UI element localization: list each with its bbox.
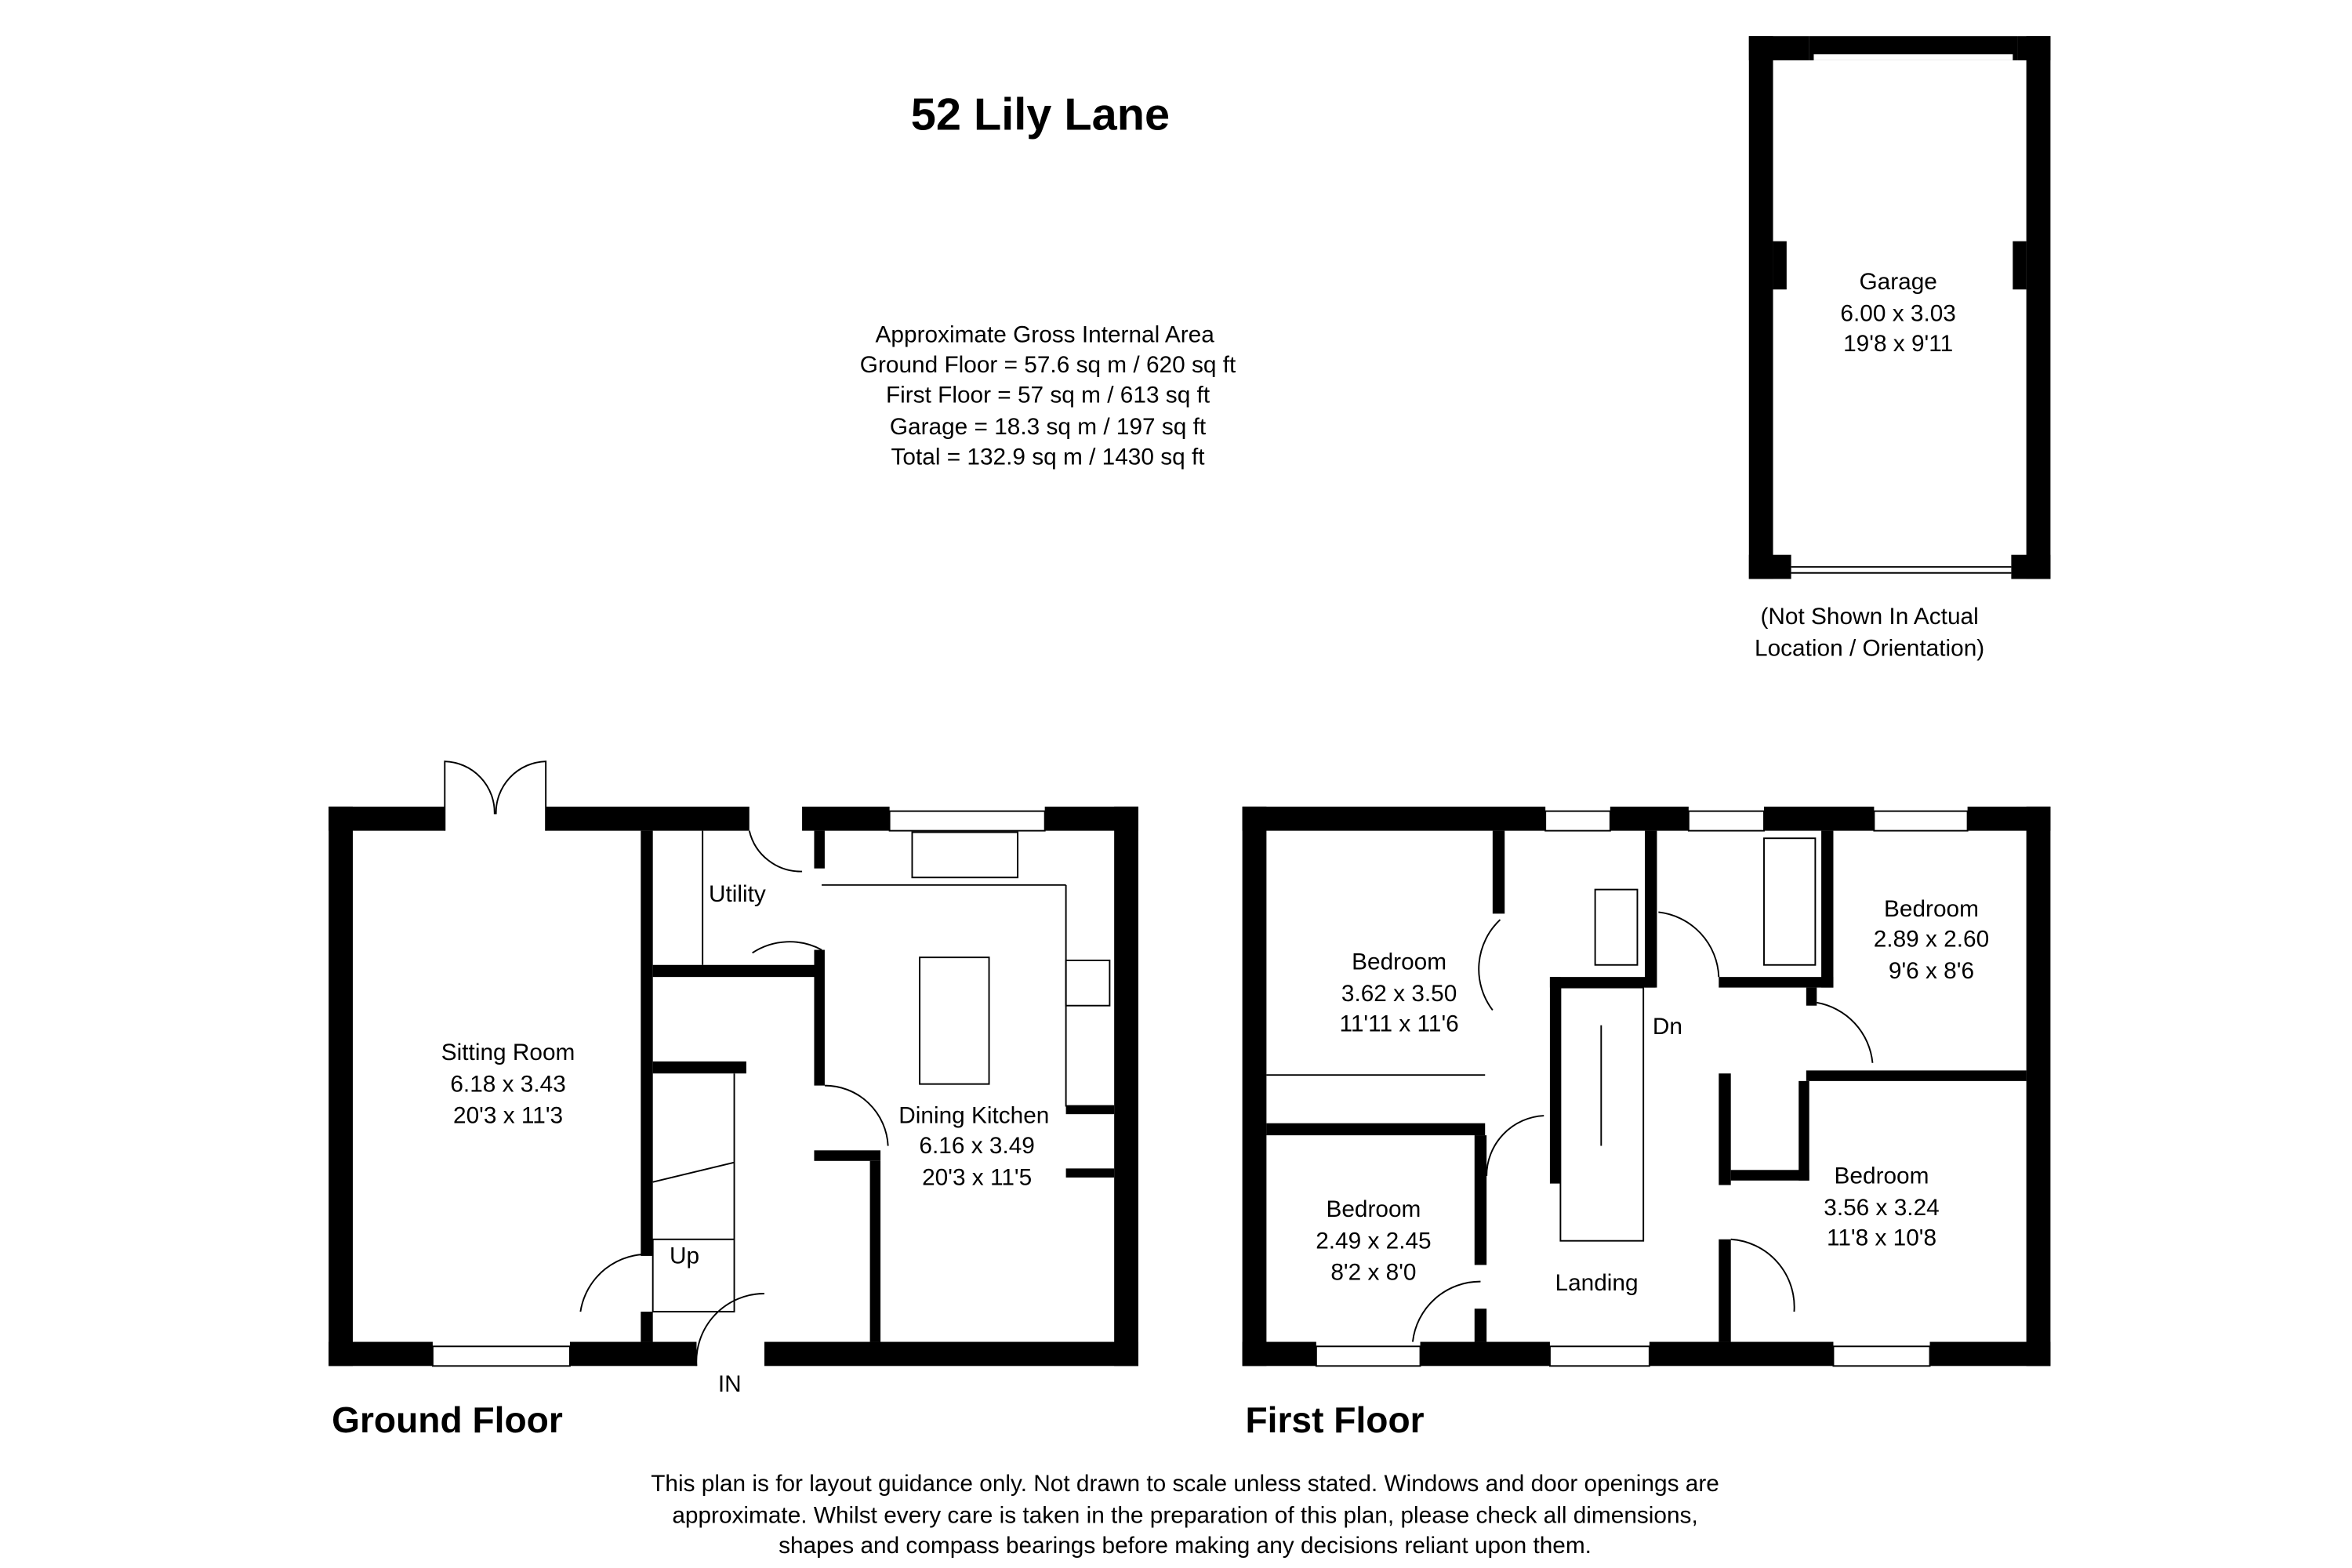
garage-note-1: (Not Shown In Actual: [1760, 604, 1978, 630]
first-floor-plan: Bedroom 3.62 x 3.50 11'11 x 11'6 Bedroom…: [1242, 806, 2051, 1440]
bedroom-1-name: Bedroom: [1352, 949, 1446, 975]
bedroom-2-imperial: 9'6 x 8'6: [1889, 958, 1974, 984]
area-heading: Approximate Gross Internal Area: [876, 322, 1215, 348]
sitting-room-imperial: 20'3 x 11'3: [453, 1103, 563, 1129]
utility-name: Utility: [709, 881, 766, 907]
bedroom-1-metric: 3.62 x 3.50: [1341, 981, 1457, 1007]
bedroom-1-imperial: 11'11 x 11'6: [1340, 1011, 1459, 1036]
area-first: First Floor = 57 sq m / 613 sq ft: [886, 382, 1210, 408]
area-ground: Ground Floor = 57.6 sq m / 620 sq ft: [860, 352, 1236, 378]
disclaimer-line-2: approximate. Whilst every care is taken …: [672, 1502, 1697, 1528]
ground-floor-plan: Sitting Room 6.18 x 3.43 20'3 x 11'3 Uti…: [328, 760, 1138, 1440]
sitting-room-name: Sitting Room: [441, 1040, 575, 1065]
area-summary: Approximate Gross Internal Area Ground F…: [860, 322, 1236, 470]
disclaimer: This plan is for layout guidance only. N…: [651, 1471, 1719, 1559]
stairs-up-label: Up: [670, 1243, 699, 1269]
garage-name: Garage: [1859, 269, 1936, 295]
kitchen-name: Dining Kitchen: [898, 1103, 1049, 1129]
sitting-room-metric: 6.18 x 3.43: [450, 1071, 565, 1097]
area-total: Total = 132.9 sq m / 1430 sq ft: [891, 444, 1206, 470]
kitchen-metric: 6.16 x 3.49: [919, 1133, 1034, 1159]
bedroom-2-metric: 2.89 x 2.60: [1874, 927, 1989, 953]
stairs-down-label: Dn: [1653, 1014, 1682, 1040]
garage-note-2: Location / Orientation): [1755, 636, 1984, 662]
entrance-label: IN: [718, 1371, 742, 1397]
bedroom-3-metric: 2.49 x 2.45: [1316, 1228, 1431, 1254]
bedroom-4-metric: 3.56 x 3.24: [1824, 1195, 1939, 1221]
ground-floor-label: Ground Floor: [332, 1399, 563, 1440]
disclaimer-line-1: This plan is for layout guidance only. N…: [651, 1471, 1719, 1497]
area-garage: Garage = 18.3 sq m / 197 sq ft: [890, 414, 1207, 440]
bedroom-2-name: Bedroom: [1884, 896, 1979, 922]
kitchen-imperial: 20'3 x 11'5: [922, 1165, 1032, 1191]
garage-plan: Garage 6.00 x 3.03 19'8 x 9'11 (Not Show…: [1748, 36, 2051, 662]
garage-imperial: 19'8 x 9'11: [1843, 331, 1953, 357]
bedroom-4-name: Bedroom: [1835, 1163, 1929, 1189]
landing-name: Landing: [1555, 1270, 1639, 1296]
bedroom-3-imperial: 8'2 x 8'0: [1330, 1260, 1416, 1286]
bedroom-4-imperial: 11'8 x 10'8: [1827, 1225, 1936, 1250]
garage-metric: 6.00 x 3.03: [1840, 301, 1955, 327]
bedroom-3-name: Bedroom: [1326, 1196, 1421, 1222]
disclaimer-line-3: shapes and compass bearings before makin…: [779, 1533, 1592, 1559]
page-title: 52 Lily Lane: [911, 89, 1170, 140]
first-floor-label: First Floor: [1245, 1399, 1424, 1440]
